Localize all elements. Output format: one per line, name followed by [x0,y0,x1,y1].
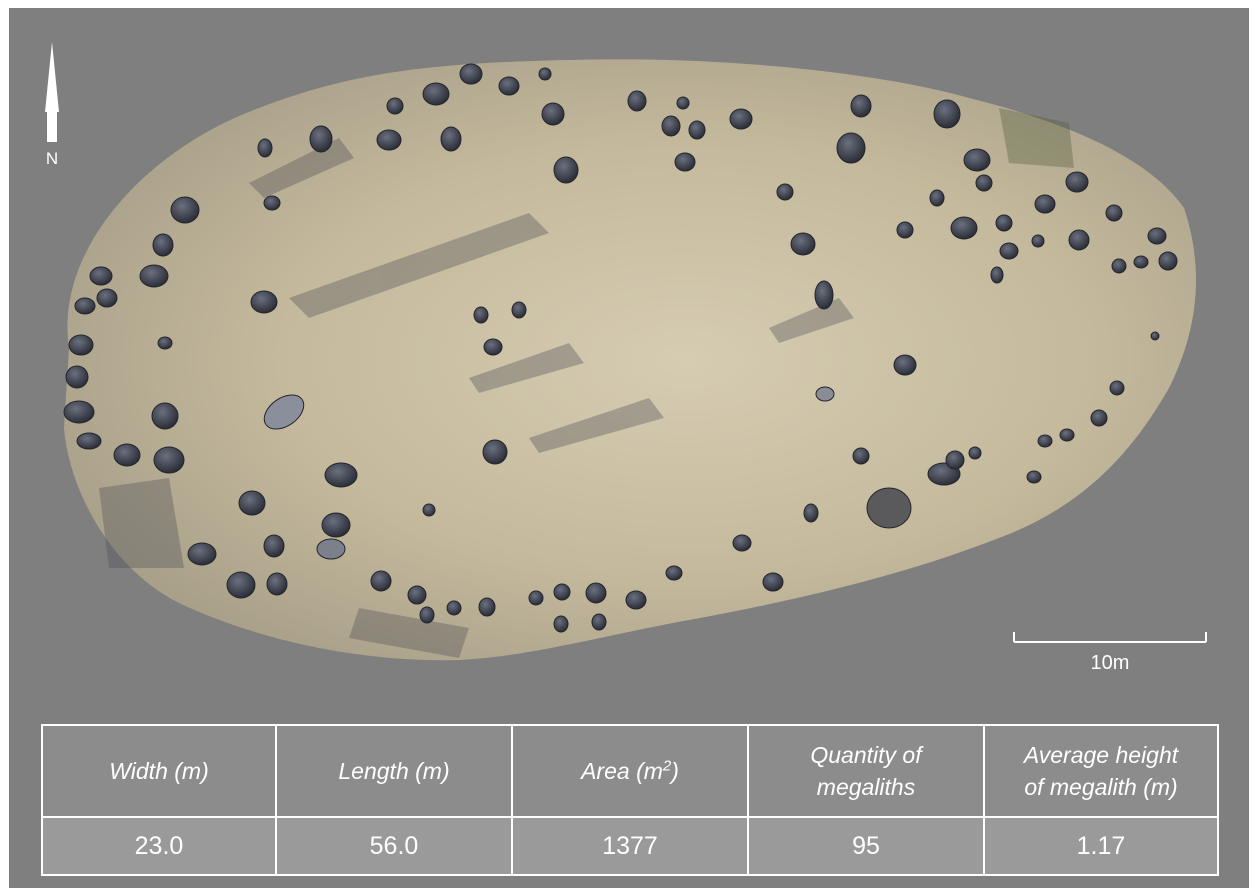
table-header-row: Width (m) Length (m) Area (m2) Quantity … [41,724,1219,818]
header-length: Length (m) [275,724,513,818]
header-width: Width (m) [41,724,277,818]
value-area: 1377 [511,816,749,876]
header-height-line2: of megalith (m) [1024,774,1178,800]
value-width: 23.0 [41,816,277,876]
north-label: N [45,149,59,168]
orthophoto-map [63,59,1196,661]
header-quantity: Quantity of megaliths [747,724,985,818]
header-height-line1: Average height [1023,742,1179,768]
header-quantity-line1: Quantity of [810,742,922,768]
header-quantity-line2: megaliths [816,774,916,800]
figure-frame: N 10m Width (m) Length (m) Area (m2) Qua… [9,8,1249,888]
header-area-prefix: Area (m [581,758,663,784]
shadow-patches [99,108,1074,658]
site-statistics-table: Width (m) Length (m) Area (m2) Quantity … [41,724,1219,876]
value-average-height: 1.17 [983,816,1219,876]
megalith-stones [63,63,1178,633]
value-quantity: 95 [747,816,985,876]
value-length: 56.0 [275,816,513,876]
table-values-row: 23.0 56.0 1377 95 1.17 [41,816,1219,876]
north-arrow-icon [45,42,59,142]
header-area-suffix: ) [671,758,679,784]
header-area-exponent: 2 [662,757,672,775]
scale-bar-icon [1013,632,1207,643]
header-average-height: Average height of megalith (m) [983,724,1219,818]
scale-label: 10m [1090,652,1130,674]
header-area: Area (m2) [511,724,749,818]
site-ground-area [64,59,1196,661]
